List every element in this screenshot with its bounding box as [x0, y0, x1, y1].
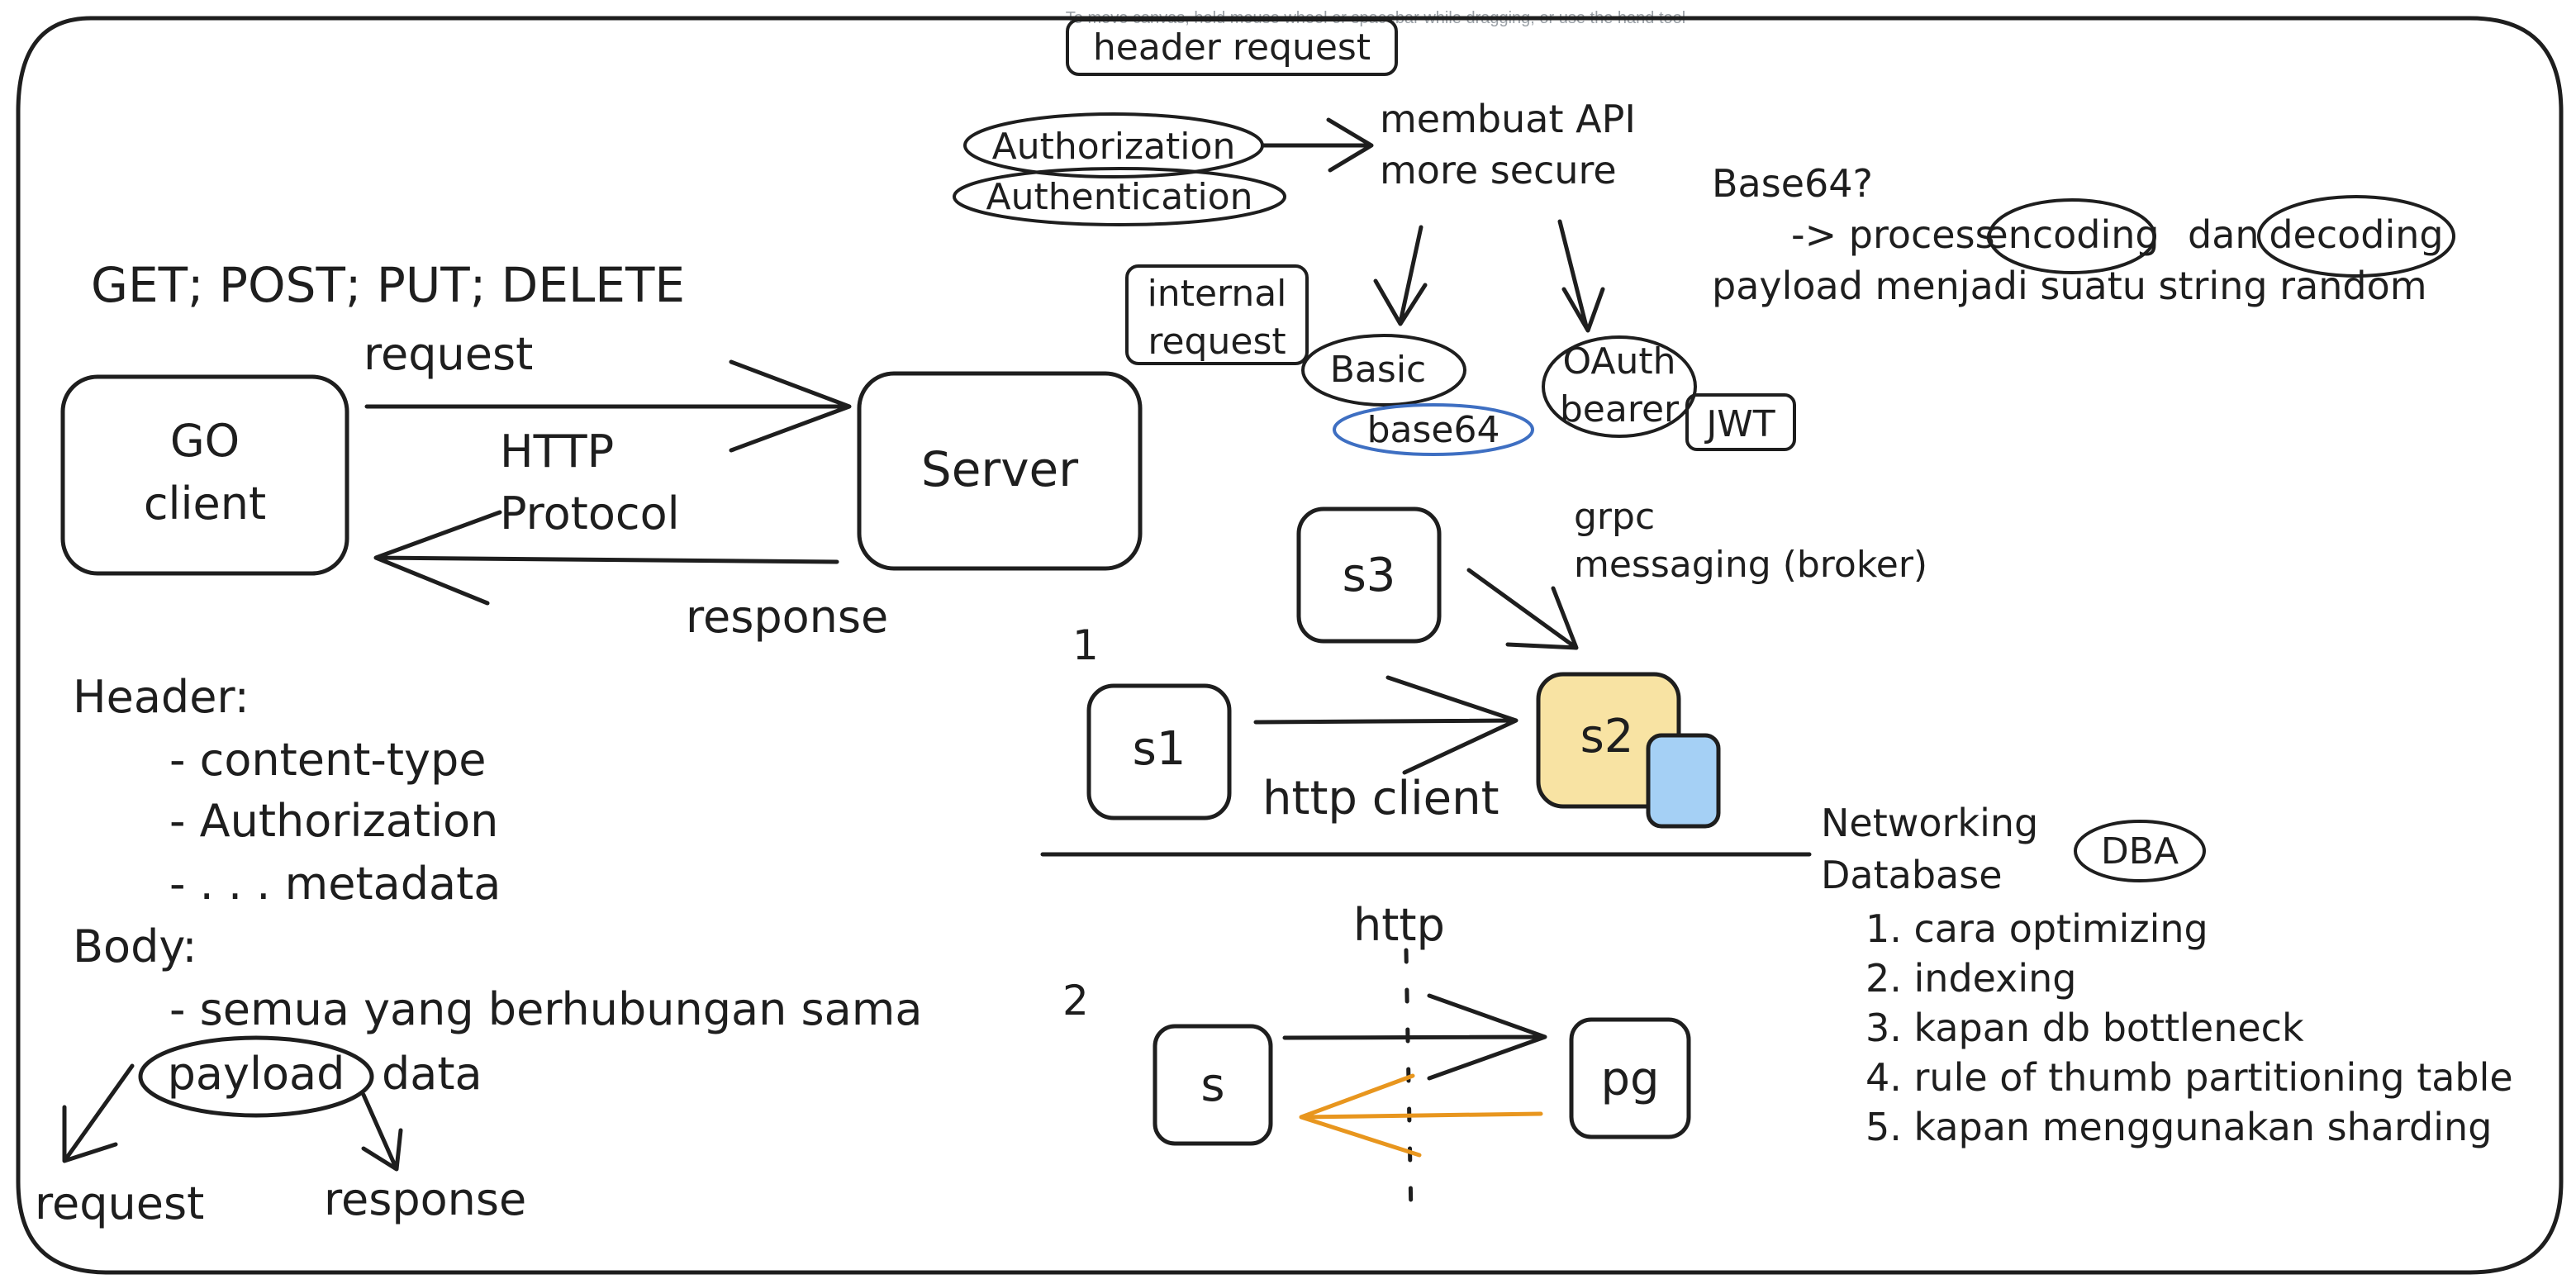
secure-to-basic-arrow	[1373, 225, 1428, 326]
outer-frame	[16, 16, 2564, 1275]
server-label: Server	[921, 441, 1078, 497]
dba-label: DBA	[2101, 830, 2179, 873]
encoding-ellipse	[1988, 198, 2156, 274]
grpc-label: grpc	[1574, 496, 1655, 538]
http-methods-text: GET; POST; PUT; DELETE	[91, 257, 685, 313]
http-client-label: http client	[1262, 772, 1499, 825]
payload-response-label: response	[324, 1173, 526, 1225]
payload-to-response-arrow	[361, 1092, 403, 1172]
s2-label: s2	[1580, 710, 1634, 763]
base64-note-line2: payload menjadi suatu string random	[1712, 264, 2427, 308]
dba-ellipse	[2074, 820, 2206, 882]
authorization-label: Authorization	[992, 126, 1236, 168]
pg-box[interactable]	[1569, 1017, 1691, 1139]
db-item-2: 2. indexing	[1865, 956, 2077, 1001]
s1-to-s2-arrow	[1253, 675, 1519, 775]
decoding-ellipse	[2257, 195, 2455, 278]
database-label: Database	[1821, 853, 2003, 897]
db-item-3: 3. kapan db bottleneck	[1865, 1006, 2304, 1050]
go-client-line1: GO	[170, 415, 240, 467]
header-request-box[interactable]	[1066, 18, 1398, 76]
secure-to-oauth-arrow	[1557, 219, 1605, 333]
basic-ellipse	[1301, 334, 1466, 407]
jwt-label: JWT	[1704, 403, 1775, 445]
payload-word: payload	[168, 1048, 345, 1100]
s3-box[interactable]	[1296, 506, 1442, 644]
db-item-4: 4. rule of thumb partitioning table	[1865, 1055, 2513, 1100]
s-label: s	[1200, 1058, 1224, 1112]
networking-label: Networking	[1821, 801, 2038, 845]
section-1-number: 1	[1072, 621, 1099, 669]
internal-line1: internal	[1148, 273, 1287, 315]
header-item-content-type: - content-type	[169, 734, 487, 786]
body-title: Body:	[73, 920, 197, 973]
dan-label: dan	[2188, 212, 2260, 257]
server-box[interactable]	[857, 371, 1143, 571]
s1-label: s1	[1133, 722, 1186, 776]
s-to-pg-arrow	[1282, 993, 1547, 1081]
header-item-authorization: - Authorization	[169, 795, 498, 847]
authentication-ellipse	[953, 167, 1286, 226]
base64-ellipse	[1333, 403, 1534, 456]
http-boundary-dashed	[1404, 948, 1414, 1217]
header-title: Header:	[73, 671, 250, 723]
encoding-label: encoding	[1984, 212, 2159, 257]
jwt-box[interactable]	[1685, 393, 1796, 451]
db-item-5: 5. kapan menggunakan sharding	[1865, 1105, 2492, 1149]
db-item-1: 1. cara optimizing	[1865, 906, 2208, 951]
authentication-label: Authentication	[986, 176, 1253, 218]
base64-note-process: -> process	[1791, 212, 1995, 257]
s-box[interactable]	[1153, 1024, 1273, 1146]
secure-line1: membuat API	[1380, 97, 1636, 141]
payload-request-label: request	[35, 1177, 204, 1229]
request-arrow	[364, 359, 852, 453]
s1-box[interactable]	[1086, 683, 1232, 820]
section-2-number: 2	[1062, 977, 1089, 1025]
data-word: data	[382, 1048, 482, 1100]
go-client-box[interactable]	[60, 374, 349, 576]
oauth-line2: bearer	[1560, 388, 1680, 430]
s3-to-s2-arrow	[1466, 568, 1579, 650]
base64-note-title: Base64?	[1712, 161, 1873, 206]
response-arrow	[373, 510, 839, 606]
payload-ellipse	[138, 1035, 374, 1118]
pg-to-s-arrow	[1299, 1073, 1543, 1158]
request-label: request	[364, 328, 533, 380]
decoding-label: decoding	[2269, 212, 2443, 257]
s3-label: s3	[1343, 549, 1396, 602]
oauth-line1: OAuth	[1563, 340, 1676, 383]
response-label: response	[686, 591, 888, 643]
body-item: - semua yang berhubungan sama	[169, 983, 922, 1035]
internal-request-box[interactable]	[1125, 264, 1309, 365]
s2-replica-box[interactable]	[1646, 733, 1721, 829]
header-item-metadata: - . . . metadata	[169, 858, 501, 910]
auth-to-secure-arrow	[1262, 117, 1374, 173]
secure-line2: more secure	[1380, 148, 1617, 193]
http-label-line1: HTTP	[500, 426, 614, 478]
http-axis-label: http	[1353, 899, 1445, 951]
messaging-label: messaging (broker)	[1574, 544, 1927, 586]
payload-to-request-arrow	[62, 1063, 135, 1163]
basic-label: Basic	[1330, 349, 1427, 391]
pg-label: pg	[1600, 1053, 1659, 1106]
base64-label: base64	[1367, 409, 1500, 451]
oauth-ellipse	[1542, 335, 1697, 438]
header-request-label: header request	[1093, 26, 1371, 69]
go-client-line2: client	[144, 478, 266, 530]
internal-line2: request	[1148, 321, 1286, 363]
http-label-line2: Protocol	[500, 487, 680, 540]
